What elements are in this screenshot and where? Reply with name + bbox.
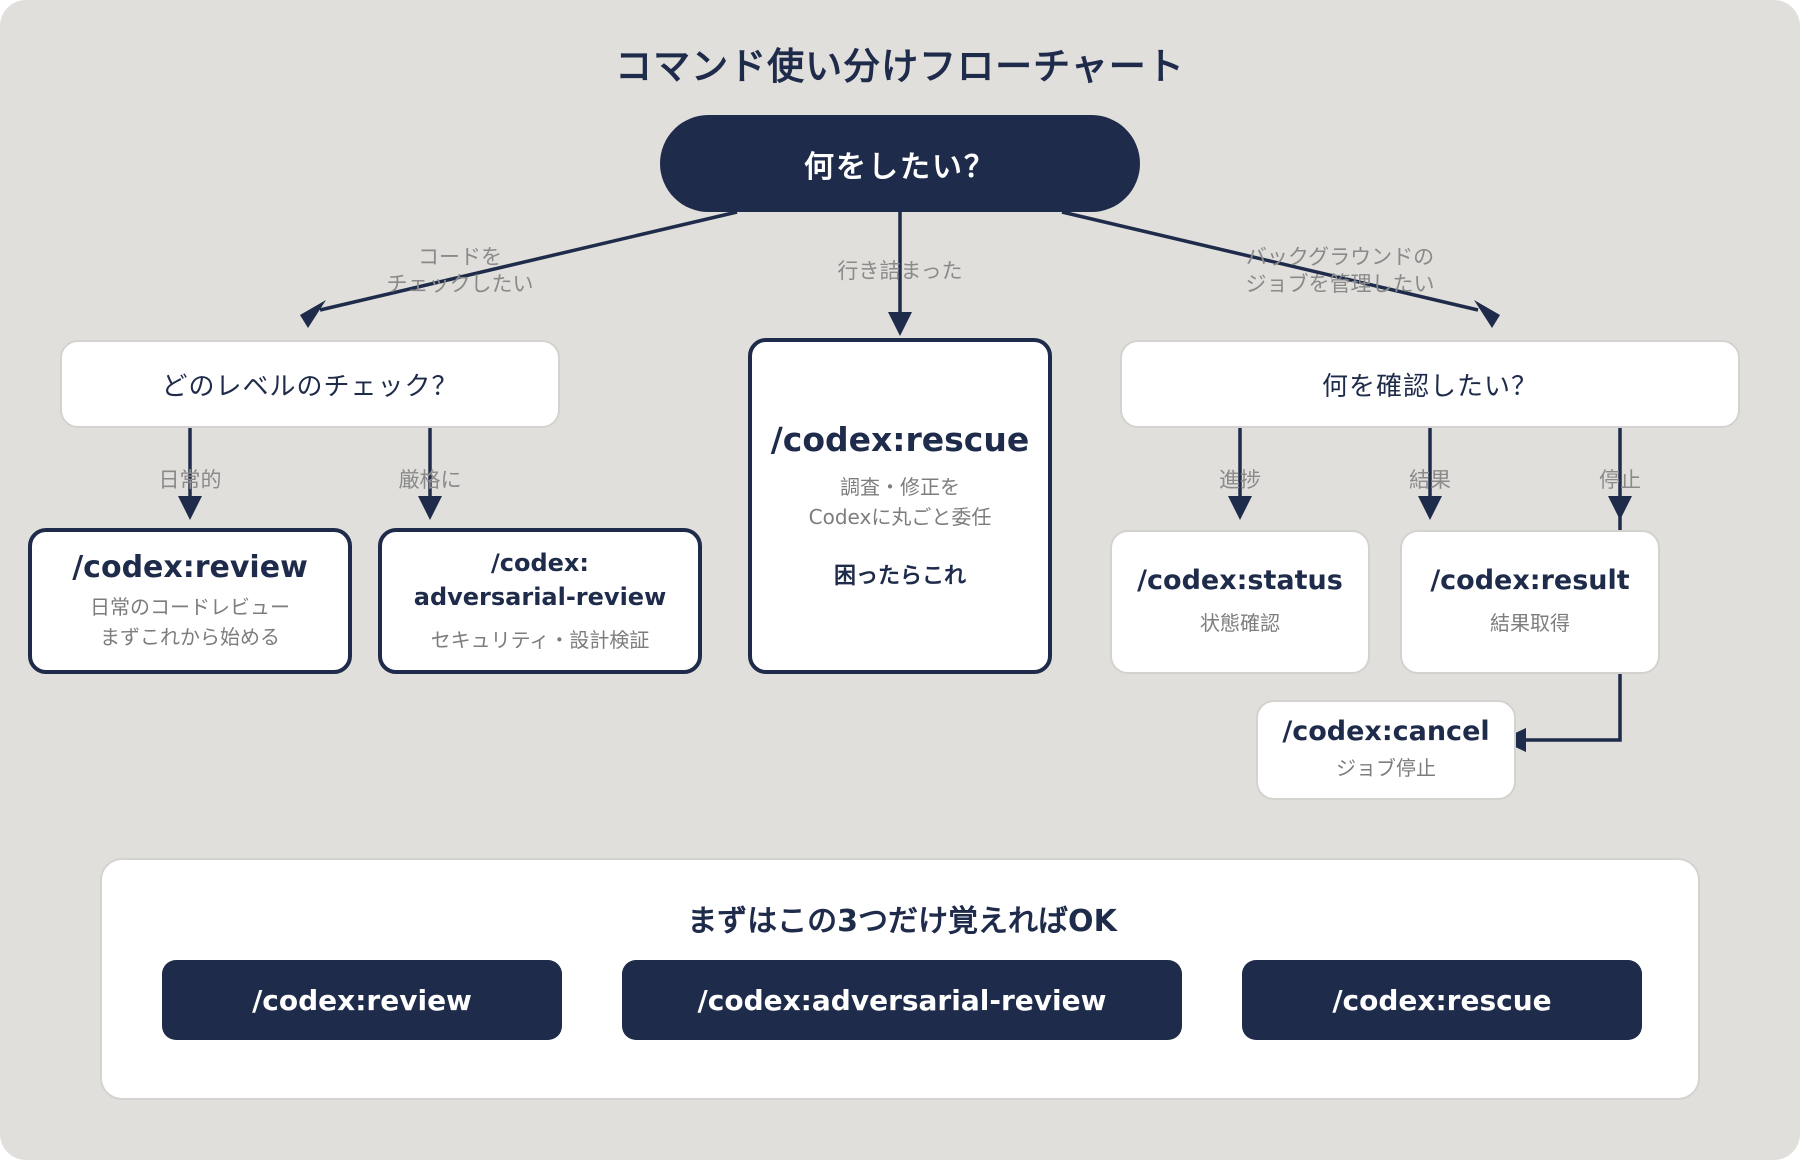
adversarial-command-name-line1: /codex:: [490, 549, 589, 578]
adversarial-command-name-line2: adversarial-review: [413, 583, 667, 611]
edge-label-jobs: バックグラウンドの ジョブを管理したい: [1230, 244, 1450, 299]
arrowhead-check: [300, 300, 326, 328]
edge-label-strict: 厳格に: [398, 468, 462, 492]
arrowhead-adversarial: [418, 496, 442, 520]
arrowhead-stop: [1608, 496, 1632, 520]
root-question: 何をしたい？: [660, 115, 1140, 212]
cancel-command-card[interactable]: /codex:cancel ジョブ停止: [1256, 700, 1516, 800]
summary-review-button[interactable]: /codex:review: [162, 960, 562, 1040]
edge-label-daily: 日常的: [158, 468, 222, 492]
edge-label-progress: 進捗: [1219, 468, 1261, 492]
edge-label-jobs-line2: ジョブを管理したい: [1245, 272, 1435, 297]
rescue-tagline: 困ったらこれ: [833, 564, 966, 590]
summary-rescue-button[interactable]: /codex:rescue: [1242, 960, 1642, 1040]
arrowhead-rescue: [888, 312, 912, 336]
result-command-card[interactable]: /codex:result 結果取得: [1400, 530, 1660, 674]
edge-label-jobs-line1: バックグラウンドの: [1245, 245, 1435, 269]
chart-title: コマンド使い分けフローチャート: [615, 45, 1185, 88]
edge-label-check: コードを チェックしたい: [370, 244, 550, 299]
arrowhead-status: [1228, 496, 1252, 520]
arrowhead-jobs: [1474, 300, 1500, 328]
rescue-command-card[interactable]: /codex:rescue 調査・修正を Codexに丸ごと委任 困ったらこれ: [748, 338, 1052, 674]
check-level-question: どのレベルのチェック？: [60, 340, 560, 428]
adversarial-desc: セキュリティ・設計検証: [430, 627, 650, 652]
summary-title: まずはこの3つだけ覚えればOK: [687, 904, 1117, 939]
status-desc: 状態確認: [1200, 610, 1280, 635]
review-desc-line2: まずこれから始める: [100, 624, 280, 649]
review-desc-line1: 日常のコードレビュー: [90, 594, 290, 619]
adversarial-command-card[interactable]: /codex: adversarial-review セキュリティ・設計検証: [378, 528, 702, 674]
rescue-command-name: /codex:rescue: [770, 419, 1030, 459]
summary-adversarial-button[interactable]: /codex:adversarial-review: [622, 960, 1182, 1040]
edge-label-stop: 停止: [1599, 468, 1641, 492]
edge-label-stuck: 行き詰まった: [837, 259, 963, 283]
arrowhead-result: [1418, 496, 1442, 520]
result-desc: 結果取得: [1490, 610, 1570, 635]
review-command-card[interactable]: /codex:review 日常のコードレビュー まずこれから始める: [28, 528, 352, 674]
rescue-desc-line1: 調査・修正を: [840, 475, 960, 500]
edge-label-check-line1: コードを: [418, 245, 502, 269]
arrowhead-review: [178, 496, 202, 520]
summary-panel: まずはこの3つだけ覚えればOK /codex:review /codex:adv…: [100, 858, 1700, 1100]
result-command-name: /codex:result: [1430, 565, 1630, 597]
jobs-question: 何を確認したい？: [1120, 340, 1740, 428]
edge-label-check-line2: チェックしたい: [386, 272, 534, 297]
cancel-desc: ジョブ停止: [1336, 755, 1436, 780]
cancel-command-name: /codex:cancel: [1282, 716, 1490, 748]
review-command-name: /codex:review: [72, 549, 308, 585]
status-command-name: /codex:status: [1137, 565, 1343, 597]
status-command-card[interactable]: /codex:status 状態確認: [1110, 530, 1370, 674]
rescue-desc-line2: Codexに丸ごと委任: [808, 505, 992, 530]
edge-label-result: 結果: [1409, 468, 1451, 492]
edge-root-to-jobs: [1061, 210, 1479, 312]
edge-root-to-check: [319, 210, 738, 312]
